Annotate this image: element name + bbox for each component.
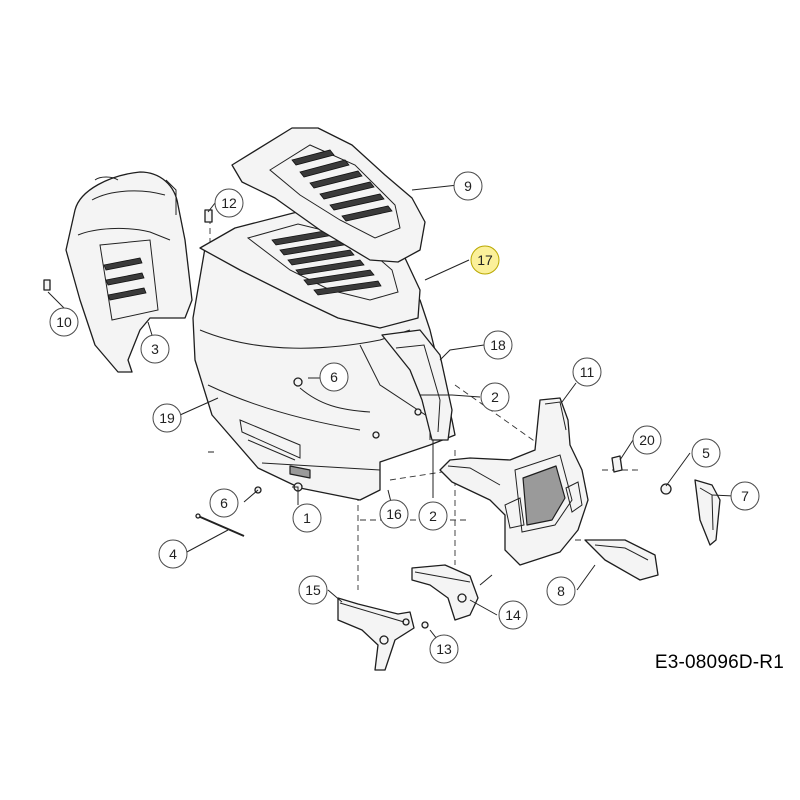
svg-text:15: 15 xyxy=(305,582,321,598)
nut-13 xyxy=(421,621,429,629)
screw-10 xyxy=(43,279,51,291)
callout-17: 17 xyxy=(470,245,500,275)
callout-4: 4 xyxy=(158,539,188,569)
svg-text:20: 20 xyxy=(639,432,655,448)
screw-16 xyxy=(372,431,380,439)
callout-11: 11 xyxy=(572,357,602,387)
hood-insert-slots xyxy=(271,229,382,296)
callout-15: 15 xyxy=(298,575,328,605)
callout-3: 3 xyxy=(140,334,170,364)
callout-7: 7 xyxy=(730,481,760,511)
drawing-number: E3-08096D-R1 xyxy=(654,652,784,673)
callout-20: 20 xyxy=(632,425,662,455)
hinge-bracket-left-part xyxy=(337,597,415,671)
svg-text:10: 10 xyxy=(56,314,72,330)
svg-text:8: 8 xyxy=(557,583,565,599)
bolt-5 xyxy=(660,483,672,495)
svg-text:6: 6 xyxy=(220,495,228,511)
svg-text:7: 7 xyxy=(741,488,749,504)
svg-text:2: 2 xyxy=(491,389,499,405)
svg-text:16: 16 xyxy=(386,506,402,522)
headlight-lens-right-part xyxy=(694,479,721,546)
callout-19: 19 xyxy=(152,403,182,433)
callout-2b: 2 xyxy=(418,501,448,531)
dash-panel-part xyxy=(65,171,193,373)
callout-9: 9 xyxy=(453,171,483,201)
callout-16: 16 xyxy=(379,499,409,529)
svg-text:9: 9 xyxy=(464,178,472,194)
hinge-bracket-right-part xyxy=(411,564,493,621)
callout-1: 1 xyxy=(292,503,322,533)
svg-text:17: 17 xyxy=(477,252,493,268)
callout-13: 13 xyxy=(429,634,459,664)
hood-top-grille-slots xyxy=(291,149,393,222)
callout-5: 5 xyxy=(691,438,721,468)
nut-6a xyxy=(293,377,303,387)
svg-text:11: 11 xyxy=(580,364,595,380)
callout-2a: 2 xyxy=(480,382,510,412)
callout-12: 12 xyxy=(214,188,244,218)
svg-text:1: 1 xyxy=(303,510,311,526)
svg-text:5: 5 xyxy=(702,445,710,461)
leader-lines xyxy=(47,184,735,649)
callout-6b: 6 xyxy=(209,488,239,518)
svg-text:4: 4 xyxy=(169,546,177,562)
hood-top-grille-part xyxy=(231,127,426,263)
svg-text:18: 18 xyxy=(490,337,506,353)
svg-text:3: 3 xyxy=(151,341,159,357)
screw-2a xyxy=(414,408,422,416)
callout-10: 10 xyxy=(49,307,79,337)
callout-14: 14 xyxy=(498,600,528,630)
callout-6a: 6 xyxy=(319,362,349,392)
svg-text:14: 14 xyxy=(505,607,521,623)
headlight-bracket-part xyxy=(381,329,453,441)
svg-text:13: 13 xyxy=(436,641,452,657)
front-grille-part xyxy=(439,397,589,566)
svg-text:12: 12 xyxy=(221,195,237,211)
callout-18: 18 xyxy=(483,330,513,360)
hardware-parts xyxy=(43,209,672,629)
callout-8: 8 xyxy=(546,576,576,606)
clip-20 xyxy=(611,455,623,473)
rod-part xyxy=(195,513,245,537)
svg-text:2: 2 xyxy=(429,508,437,524)
svg-text:19: 19 xyxy=(159,410,175,426)
svg-text:6: 6 xyxy=(330,369,338,385)
headlight-lens-left-part xyxy=(584,539,659,581)
